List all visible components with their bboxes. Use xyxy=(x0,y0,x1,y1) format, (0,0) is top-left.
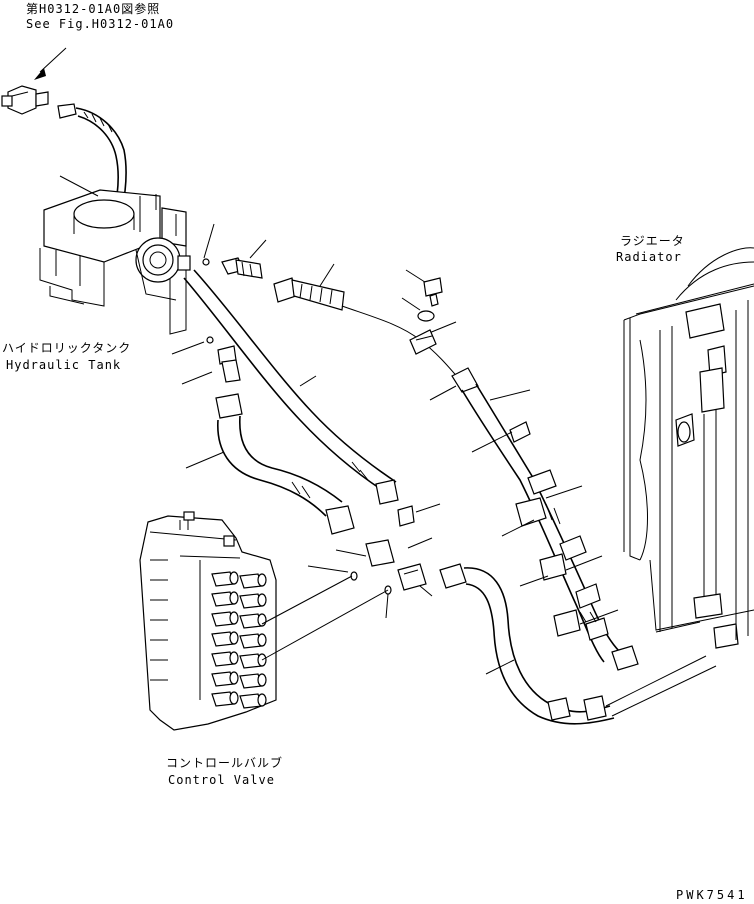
clamp-bolt-washer xyxy=(401,269,457,355)
control-valve-label-jp: コントロールバルブ xyxy=(166,756,284,770)
valve-port-cap xyxy=(229,631,239,645)
control-valve-hose xyxy=(171,336,355,535)
radiator-lower-hose xyxy=(439,563,717,725)
valve-port-cap xyxy=(257,633,267,647)
radiator-label-en: Radiator xyxy=(616,250,682,264)
drawing-code: PWK7541 xyxy=(676,888,748,902)
hydraulic-tank-label-en: Hydraulic Tank xyxy=(6,358,122,372)
valve-port-cap xyxy=(257,613,267,627)
valve-port-cap xyxy=(229,571,239,585)
valve-port-cap xyxy=(229,691,239,705)
leader-line-valve-lower xyxy=(261,589,389,661)
radiator-label-jp: ラジエータ xyxy=(620,234,685,248)
valve-port-cap xyxy=(257,573,267,587)
hydraulic-tank-label-jp: ハイドロリックタンク xyxy=(2,341,132,355)
valve-port-cap xyxy=(229,591,239,605)
radiator xyxy=(623,247,754,649)
valve-port-cap xyxy=(229,611,239,625)
hydraulic-tank xyxy=(39,175,191,335)
valve-port-cap xyxy=(229,671,239,685)
reference-note-jp: 第H0312-01A0図参照 xyxy=(26,2,161,16)
valve-port-cap xyxy=(257,673,267,687)
control-valve-label-en: Control Valve xyxy=(168,773,275,787)
leader-line-valve-upper xyxy=(261,575,353,625)
junction-fittings xyxy=(307,503,441,619)
radiator-hose-assembly xyxy=(429,367,639,671)
valve-port-cap xyxy=(257,593,267,607)
center-hose xyxy=(183,269,399,505)
suction-fittings-upper xyxy=(202,223,461,381)
reference-elbow-fitting xyxy=(1,47,67,115)
valve-port-cap xyxy=(257,693,267,707)
reference-note-en: See Fig.H0312-01A0 xyxy=(26,17,175,31)
valve-port-cap xyxy=(229,651,239,665)
